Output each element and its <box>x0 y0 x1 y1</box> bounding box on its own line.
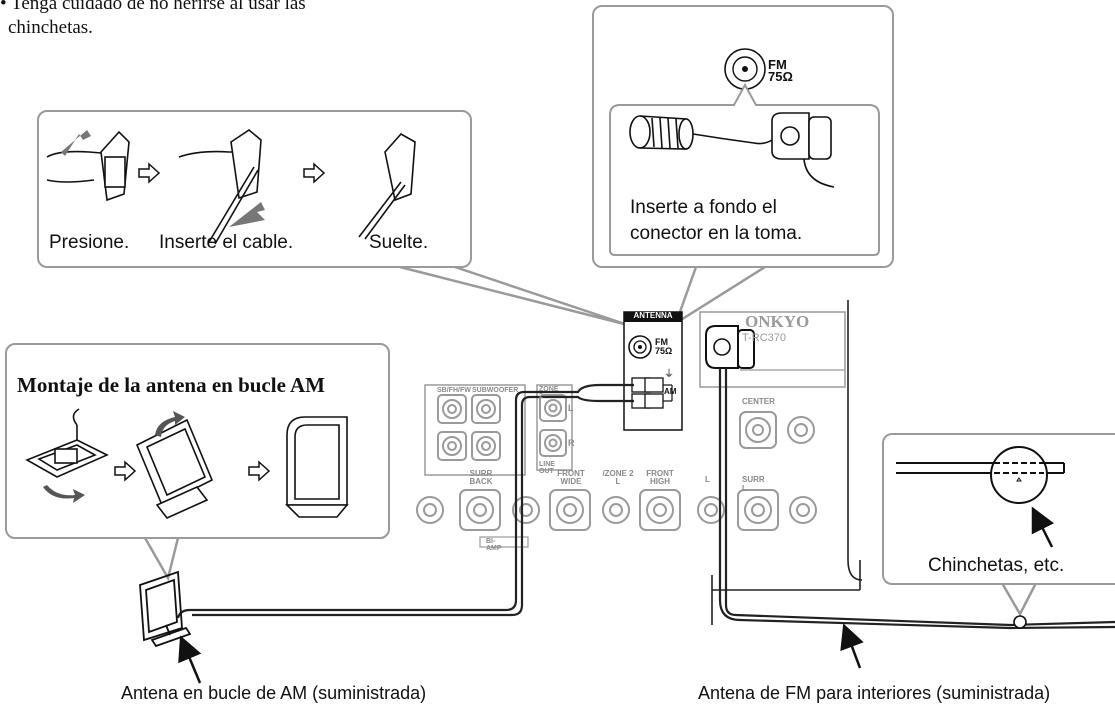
callout-pointers <box>143 265 1038 617</box>
speaker-terminal-callout: Presione. Inserte el cable. Suelte. <box>37 110 472 268</box>
tacks-detail-callout: Chinchetas, etc. <box>882 433 1115 585</box>
am-assembly-callout: Montaje de la antena en bucle AM <box>5 343 390 539</box>
receiver-back-panel <box>415 300 870 640</box>
tacks-detail-drawing <box>896 446 1065 548</box>
label-zone2-l: /ZONE 2 L <box>602 469 634 486</box>
model-number: T-RC370 <box>742 332 787 344</box>
label-l2: L <box>705 475 710 484</box>
label-subwoofer: SUBWOOFER <box>472 387 519 394</box>
fm-antenna-caption: Antena de FM para interiores (suministra… <box>698 683 1051 703</box>
tacks-caption: Chinchetas, etc. <box>928 555 1065 576</box>
step-release-label: Suelte. <box>369 232 429 253</box>
antenna-terminal-block <box>623 311 683 431</box>
speaker-terminal-drawings <box>46 129 416 245</box>
safety-note: • Tenga cuidado de no herirse al usar la… <box>0 0 420 40</box>
fm-caption-arrow <box>840 623 864 669</box>
ohm-label: 75Ω <box>768 69 793 84</box>
antenna-header: ANTENNA <box>633 311 673 320</box>
label-front-high: FRONT HIGH <box>646 469 674 486</box>
label-front-wide: FRONT WIDE <box>557 469 585 486</box>
fm-instruction-line1: Inserte a fondo el <box>630 197 777 218</box>
fm-label: FM <box>768 57 787 72</box>
label-bi-amp: BI-AMP <box>486 538 502 552</box>
panel-ohm: 75Ω <box>655 346 673 356</box>
label-sb-fh-fw: SB/FH/FW <box>437 387 471 394</box>
label-l: L <box>568 403 574 413</box>
am-loop-antenna <box>139 570 192 648</box>
label-center: CENTER <box>742 397 775 406</box>
am-assembly-title: Montaje de la antena en bucle AM <box>17 373 325 397</box>
step-press-label: Presione. <box>49 232 130 253</box>
step-insert-cable-label: Inserte el cable. <box>159 232 294 253</box>
fm-instruction: Inserte a fondo el conector en la toma. <box>630 195 802 247</box>
brand-logo: ONKYO <box>745 312 810 331</box>
fm-jack-label: FM 75Ω <box>768 57 793 84</box>
fm-plug-on-panel <box>705 325 755 369</box>
safety-note-line2: chinchetas. <box>8 17 93 38</box>
fm-instruction-line2: conector en la toma. <box>630 223 803 244</box>
tack-on-cable <box>1013 615 1027 629</box>
label-surr-l: SURR L <box>742 475 765 493</box>
ground-icon: ⏚ <box>664 369 674 380</box>
antenna-cables <box>176 368 1115 630</box>
panel-am-label: AM <box>664 387 677 396</box>
fm-connector-callout: FM 75Ω Inserte a fondo el conector en la… <box>592 5 894 268</box>
label-line-out: LINE OUT <box>539 461 555 475</box>
am-caption-arrow <box>178 635 202 684</box>
panel-fm: FM <box>655 337 668 347</box>
safety-note-line1: • Tenga cuidado de no herirse al usar la… <box>0 0 306 14</box>
am-assembly-drawings <box>25 408 349 519</box>
panel-fm-label: FM 75Ω <box>655 338 672 356</box>
label-r: R <box>568 438 575 448</box>
fm-connector-drawings <box>609 48 880 256</box>
am-antenna-caption: Antena en bucle de AM (suministrada) <box>121 683 427 703</box>
label-zone2: ZONE 2 <box>539 386 559 400</box>
label-surr-back: SURR BACK <box>469 469 493 486</box>
